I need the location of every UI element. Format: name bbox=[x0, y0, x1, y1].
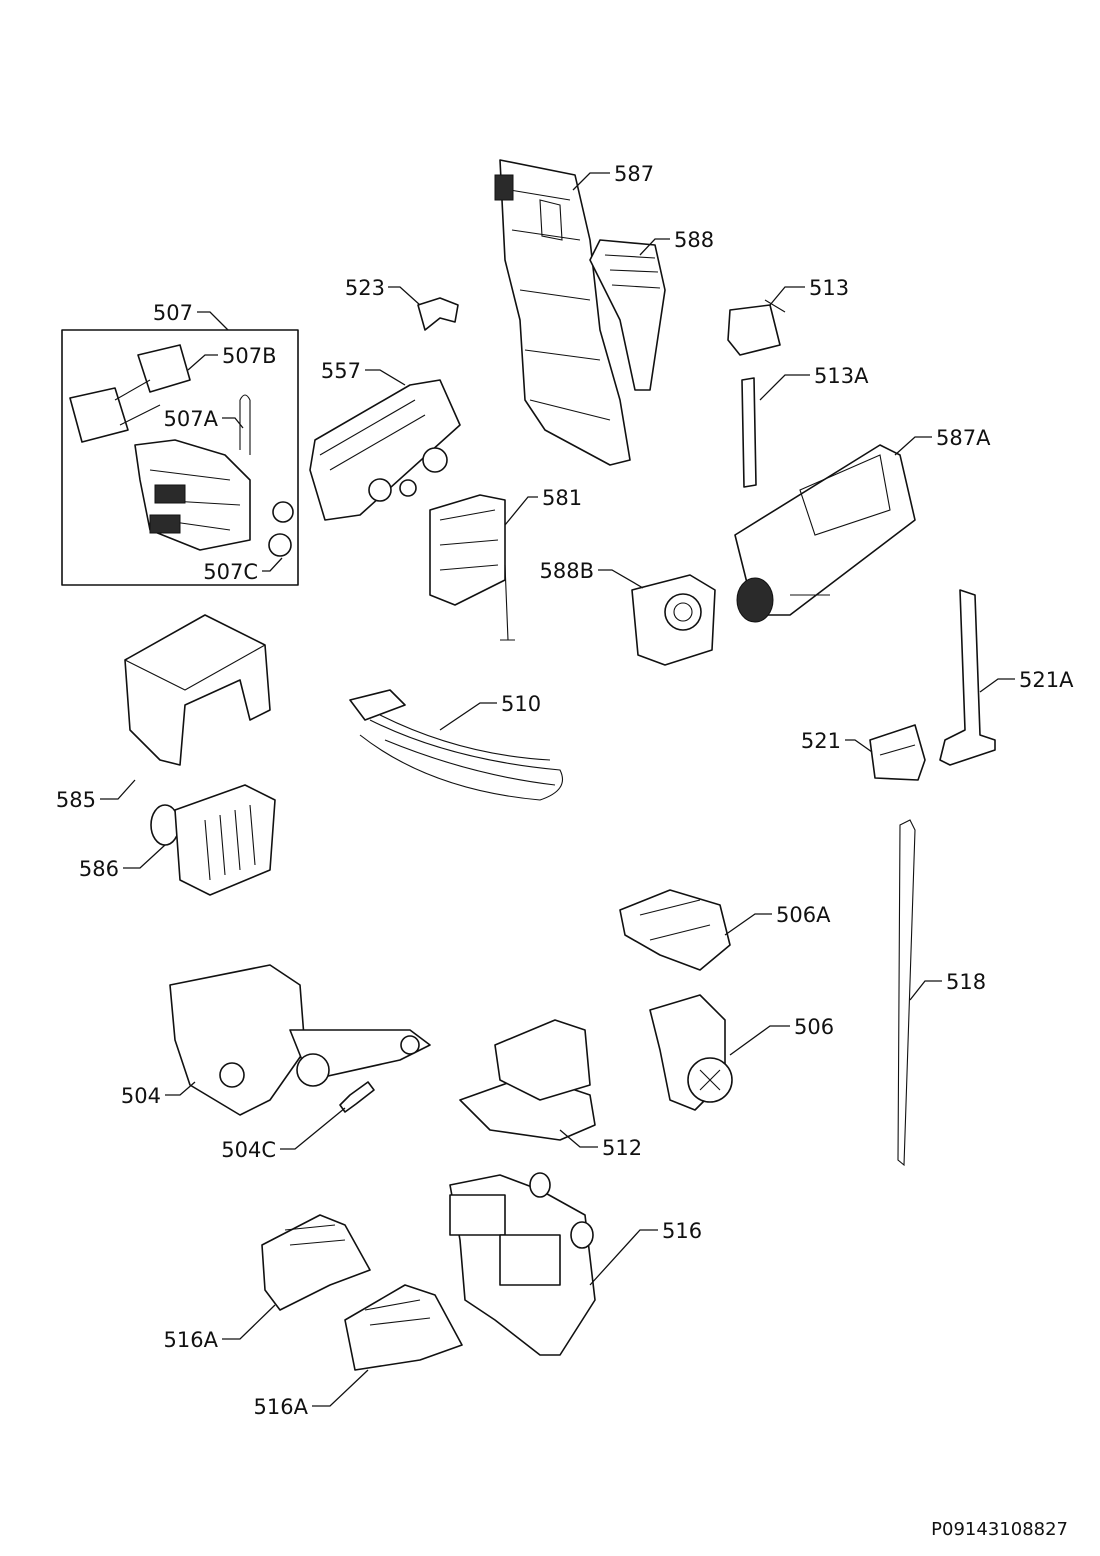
part-587A-display-panel bbox=[734, 444, 916, 623]
callout-521: 521 bbox=[801, 729, 841, 753]
callout-510: 510 bbox=[501, 692, 541, 716]
callout-588: 588 bbox=[674, 228, 714, 252]
callout-507A: 507A bbox=[164, 407, 219, 431]
callout-labels: 587 588 523 513 507 507B 557 513A 507A 5… bbox=[56, 162, 1074, 1419]
drawing-code: P09143108827 bbox=[931, 1519, 1068, 1540]
part-521-door-lock bbox=[869, 724, 926, 781]
part-557-control-unit bbox=[309, 379, 461, 521]
callout-587A: 587A bbox=[936, 426, 991, 450]
part-518-cable bbox=[897, 819, 916, 1167]
part-513A-rod bbox=[741, 377, 757, 488]
callout-518: 518 bbox=[946, 970, 986, 994]
part-585-cover bbox=[124, 614, 271, 766]
callout-516: 516 bbox=[662, 1219, 702, 1243]
callout-557: 557 bbox=[321, 359, 361, 383]
part-523-clip bbox=[417, 297, 459, 331]
part-506-drain-pump bbox=[649, 994, 733, 1111]
part-516A-cover-1 bbox=[261, 1214, 371, 1311]
callout-587: 587 bbox=[614, 162, 654, 186]
part-588B-speaker bbox=[631, 574, 716, 666]
callout-512: 512 bbox=[602, 1136, 642, 1160]
callout-504: 504 bbox=[121, 1084, 161, 1108]
part-507-inlet-valve-group bbox=[61, 329, 299, 586]
part-581-board bbox=[429, 494, 515, 641]
part-504C-screw bbox=[339, 1081, 375, 1113]
callout-504C: 504C bbox=[221, 1138, 276, 1162]
part-588-housing bbox=[589, 239, 666, 391]
callout-516A-1: 516A bbox=[164, 1328, 219, 1352]
callout-588B: 588B bbox=[540, 559, 595, 583]
callout-513: 513 bbox=[809, 276, 849, 300]
callout-516A-2: 516A bbox=[254, 1395, 309, 1419]
part-512-bracket bbox=[459, 1019, 596, 1141]
callout-521A: 521A bbox=[1019, 668, 1074, 692]
part-513-sensor bbox=[727, 299, 786, 356]
part-510-heating-element bbox=[349, 689, 564, 801]
callout-523: 523 bbox=[345, 276, 385, 300]
part-506A-pump-cover bbox=[619, 889, 731, 971]
callout-506: 506 bbox=[794, 1015, 834, 1039]
part-516-valve-assembly bbox=[449, 1172, 596, 1356]
callout-507B: 507B bbox=[222, 344, 277, 368]
part-504-motor bbox=[169, 964, 431, 1116]
part-586-interference-filter bbox=[150, 784, 276, 896]
callout-586: 586 bbox=[79, 857, 119, 881]
callout-507C: 507C bbox=[203, 560, 258, 584]
part-521A-bracket bbox=[939, 589, 996, 766]
callout-581: 581 bbox=[542, 486, 582, 510]
part-516A-cover-2 bbox=[344, 1284, 463, 1371]
callout-507: 507 bbox=[153, 301, 193, 325]
part-587-main-module bbox=[494, 159, 631, 466]
callout-506A: 506A bbox=[776, 903, 831, 927]
callout-585: 585 bbox=[56, 788, 96, 812]
leader-lines bbox=[100, 172, 1015, 1407]
callout-513A: 513A bbox=[814, 364, 869, 388]
